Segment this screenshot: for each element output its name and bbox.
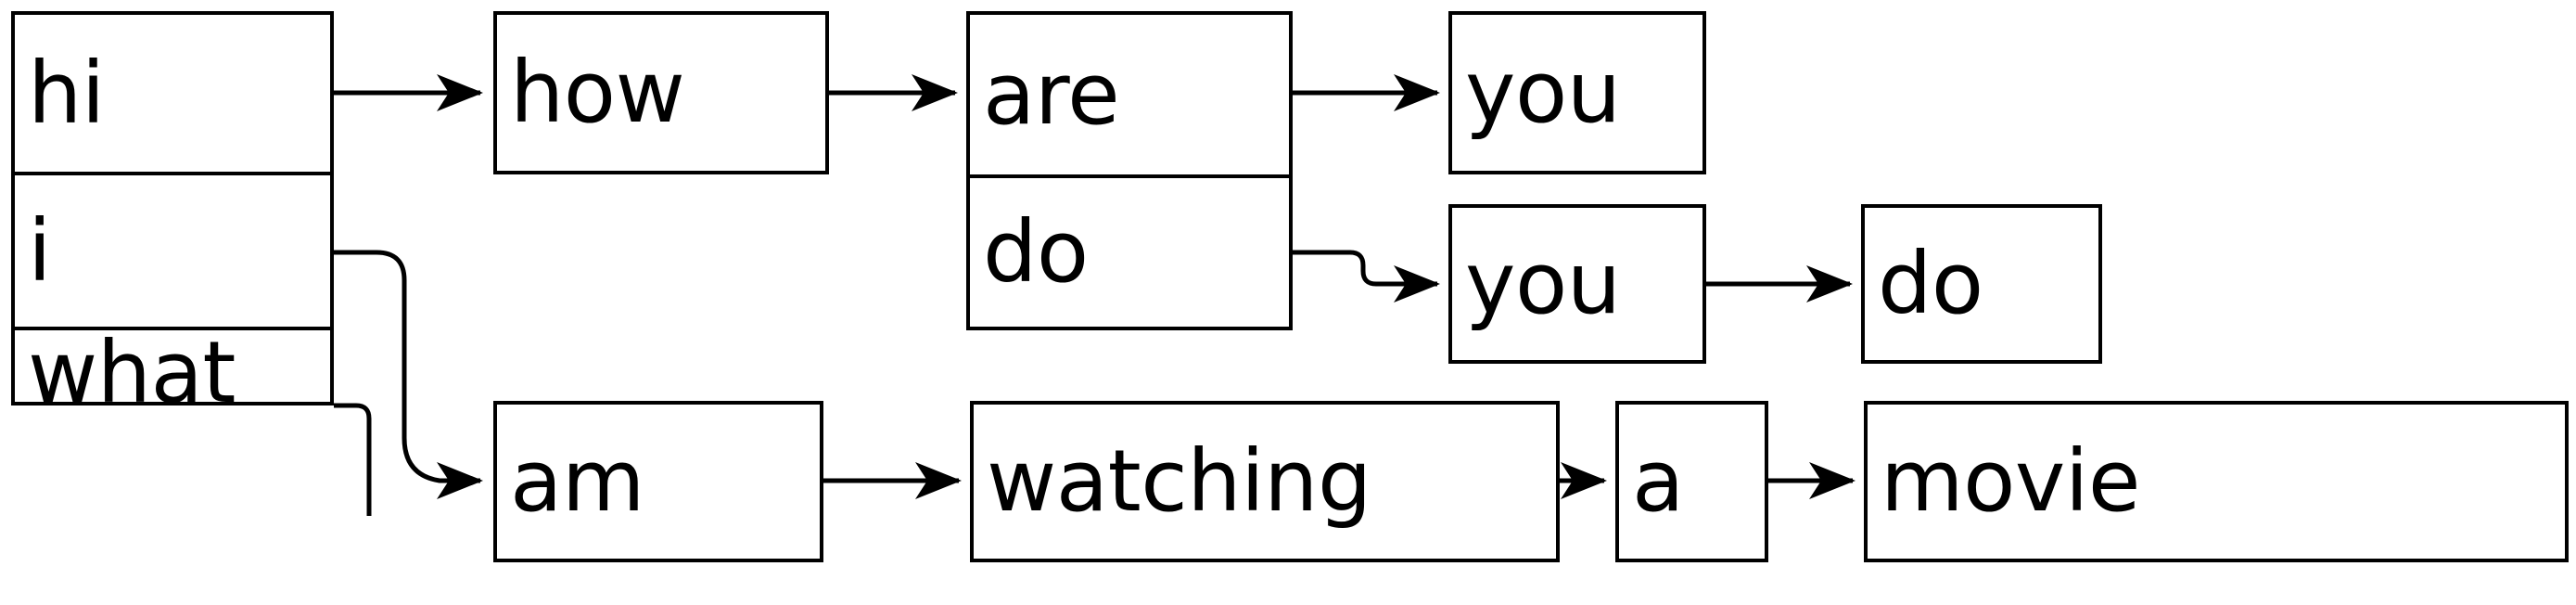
stack-cell-do[interactable]: do [983, 202, 1089, 302]
node-do-right[interactable]: do [1861, 204, 2102, 364]
source-cell-i[interactable]: i [15, 175, 330, 330]
node-watching[interactable]: watching [970, 401, 1560, 562]
edge-i-to-am [334, 250, 484, 499]
are-do-stack[interactable]: are do [966, 11, 1293, 330]
node-you-bottom[interactable]: you [1448, 204, 1706, 364]
node-you-top[interactable]: you [1448, 11, 1706, 174]
node-a[interactable]: a [1615, 401, 1768, 562]
edge-do-to-you-bottom [1293, 250, 1441, 302]
node-movie[interactable]: movie [1864, 401, 2569, 562]
source-word-stack[interactable]: hi i what [11, 11, 334, 416]
node-am[interactable]: am [493, 401, 823, 562]
edge-what-dangling-solid [334, 403, 372, 516]
stack-cell-are[interactable]: are [970, 15, 1289, 178]
source-cell-hi[interactable]: hi [15, 15, 330, 175]
source-cell-what[interactable]: what [28, 323, 236, 422]
node-how[interactable]: how [493, 11, 829, 174]
